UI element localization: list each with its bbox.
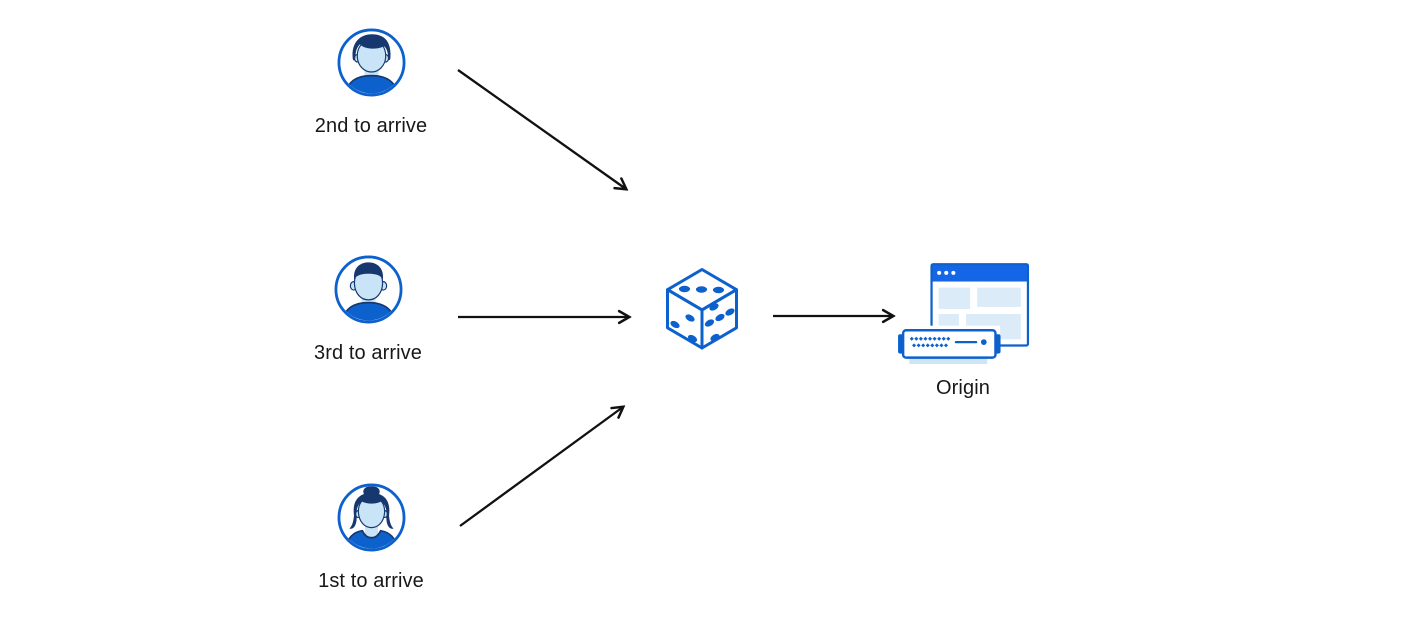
dice-pips	[670, 285, 735, 343]
dice-faces	[666, 268, 738, 350]
node-user-second: 2nd to arrive	[281, 28, 461, 136]
label-user-first: 1st to arrive	[318, 570, 424, 592]
origin-server-browser-icon	[898, 263, 1030, 365]
server-led	[980, 339, 987, 345]
woman-bun-hair-avatar-icon	[337, 483, 405, 552]
label-origin: Origin	[936, 377, 990, 399]
server-appliance	[898, 325, 1001, 365]
node-user-third: 3rd to arrive	[278, 255, 458, 363]
node-origin: Origin	[893, 261, 1033, 398]
arrow-second-to-dice	[457, 69, 626, 189]
man-swoop-hair-avatar-icon	[337, 28, 405, 97]
arrow-first-to-dice	[459, 407, 623, 527]
label-user-third: 3rd to arrive	[313, 342, 422, 364]
label-user-second: 2nd to arrive	[314, 115, 428, 137]
man-short-hair-avatar-icon	[334, 255, 402, 324]
dice-icon	[666, 268, 738, 350]
node-user-first: 1st to arrive	[281, 483, 461, 591]
node-randomizer	[664, 266, 740, 352]
